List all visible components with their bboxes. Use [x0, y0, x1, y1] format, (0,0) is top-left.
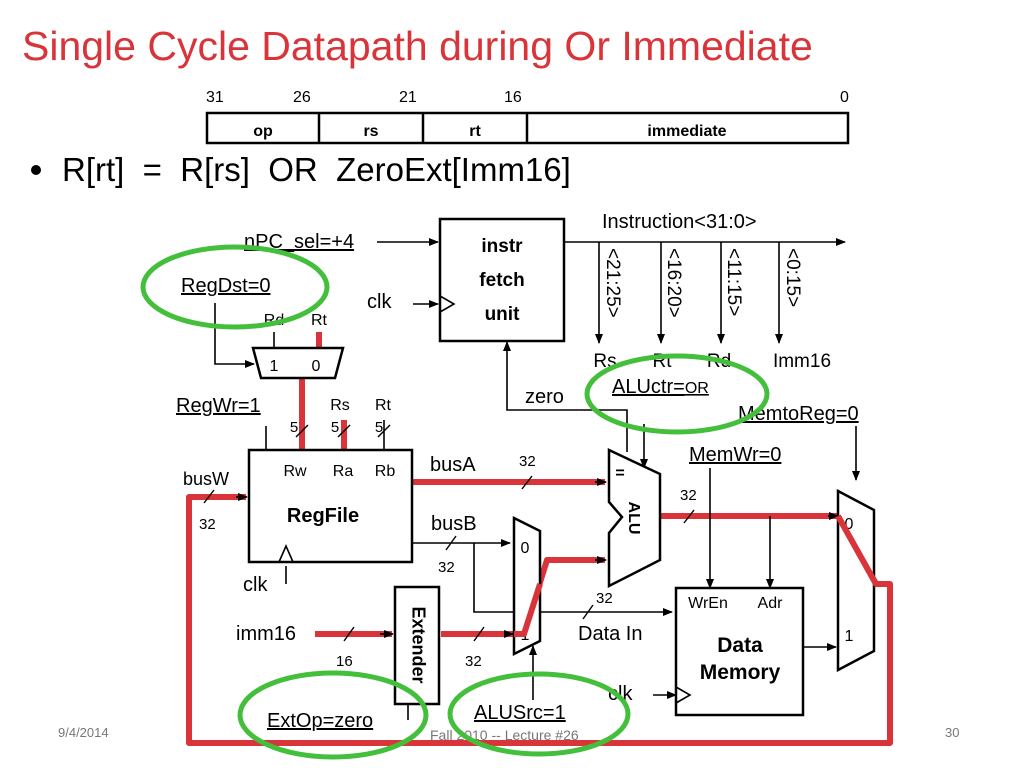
field-immediate: immediate [647, 123, 726, 140]
width-rb: 5 [375, 419, 383, 436]
ifu-label-1: instr [481, 236, 523, 257]
alusrc-mux-0: 0 [521, 540, 530, 557]
footer-course: Fall 2010 -- Lecture #26 [430, 727, 579, 743]
bit-label-21: 21 [399, 89, 417, 106]
width-aluout: 32 [680, 487, 697, 504]
memwr-signal: MemWr=0 [689, 444, 781, 466]
regdst-mux-1: 1 [270, 358, 279, 375]
regfile-rw: Rw [283, 463, 307, 480]
width-imm16: 16 [336, 653, 353, 670]
field-op: op [253, 123, 273, 140]
mem-wren: WrEn [688, 595, 728, 612]
regfile-label: RegFile [287, 505, 359, 527]
field-rs: rs [363, 123, 378, 140]
bit-label-31: 31 [206, 89, 224, 106]
regdst-mux: 1 0 [251, 346, 345, 380]
busa-label: busA [430, 454, 476, 476]
zero-label: zero [525, 386, 564, 408]
field-label-rs: <21:25> [602, 248, 623, 318]
footer-date: 9/4/2014 [58, 725, 109, 740]
memory-clk: clk [608, 683, 633, 705]
mem-label-1: Data [717, 634, 763, 657]
memtoreg-signal: MemtoReg=0 [738, 403, 859, 425]
width-busw: 32 [199, 516, 216, 533]
regfile-in-rt: Rt [375, 397, 392, 414]
field-label-rd: <11:15> [723, 248, 744, 316]
highlight-overlay [514, 514, 890, 637]
instruction-label: Instruction<31:0> [602, 211, 757, 233]
diagram-labels: nPC_sel=+4 clk Instruction<31:0> <21:25>… [176, 211, 859, 732]
bit-label-26: 26 [293, 89, 311, 106]
regdst-mux-0: 0 [312, 358, 321, 375]
alusrc-signal: ALUSrc=1 [474, 702, 566, 724]
data-memory: WrEn Adr Data Memory [674, 586, 805, 717]
extop-oval [237, 670, 429, 760]
npc-sel-signal: nPC_sel=+4 [244, 231, 354, 253]
imm16-label: imm16 [236, 623, 296, 645]
instr-fetch-unit: instr fetch unit [438, 217, 566, 343]
mux-in-rt: Rt [311, 312, 328, 329]
register-file: Rw Ra Rb RegFile [247, 448, 414, 564]
memtoreg-mux-0: 0 [845, 516, 854, 533]
field-rt: rt [469, 123, 481, 140]
bullet-text: R[rt] = R[rs] OR ZeroExt[Imm16] [62, 151, 571, 188]
aluctr-oval [584, 353, 770, 435]
alu: = ALU [607, 448, 662, 589]
busb-label: busB [431, 513, 477, 535]
instruction-format: 31 26 21 16 0 op rs rt immediate [205, 89, 850, 145]
bullet-dot [31, 165, 41, 175]
ifu-label-3: unit [485, 304, 520, 325]
width-datain: 32 [596, 590, 613, 607]
slide-title: Single Cycle Datapath during Or Immediat… [22, 23, 813, 69]
field-label-rt: <16:20> [663, 248, 684, 318]
extender-label: Extender [408, 606, 428, 683]
data-in-label: Data In [578, 623, 642, 645]
regdst-signal: RegDst=0 [181, 275, 271, 297]
regwr-signal: RegWr=1 [176, 395, 261, 417]
bit-label-0: 0 [840, 89, 849, 106]
regfile-ra: Ra [333, 463, 354, 480]
mem-label-2: Memory [700, 661, 781, 684]
alusrc-oval [447, 671, 631, 757]
control-highlights [140, 244, 770, 760]
alu-eq: = [615, 465, 624, 482]
ifu-out-imm16: Imm16 [773, 351, 831, 372]
width-busa: 32 [519, 453, 536, 470]
width-ra: 5 [331, 419, 339, 436]
aluctr-name: ALUctr= [612, 376, 685, 398]
regfile-clk: clk [243, 574, 268, 596]
aluctr-value: OR [685, 380, 709, 397]
width-slashes [203, 424, 695, 642]
bit-label-16: 16 [504, 89, 522, 106]
busw-label: busW [183, 469, 229, 489]
memtoreg-mux: 0 1 [836, 488, 876, 673]
regfile-in-rs: Rs [330, 397, 350, 414]
ifu-label-2: fetch [479, 270, 524, 291]
extop-signal: ExtOp=zero [267, 710, 373, 732]
regfile-rb: Rb [375, 463, 396, 480]
ifu-clk: clk [367, 291, 392, 313]
width-busb: 32 [438, 559, 455, 576]
footer-page: 30 [945, 725, 959, 740]
width-rw: 5 [290, 419, 298, 436]
memtoreg-mux-1: 1 [845, 628, 854, 645]
mem-adr: Adr [758, 595, 784, 612]
regdst-oval [140, 244, 330, 330]
field-label-imm: <0:15> [782, 248, 803, 307]
aluctr-signal: ALUctr=OR [612, 376, 709, 398]
alu-label: ALU [625, 502, 642, 535]
width-extout: 32 [465, 653, 482, 670]
